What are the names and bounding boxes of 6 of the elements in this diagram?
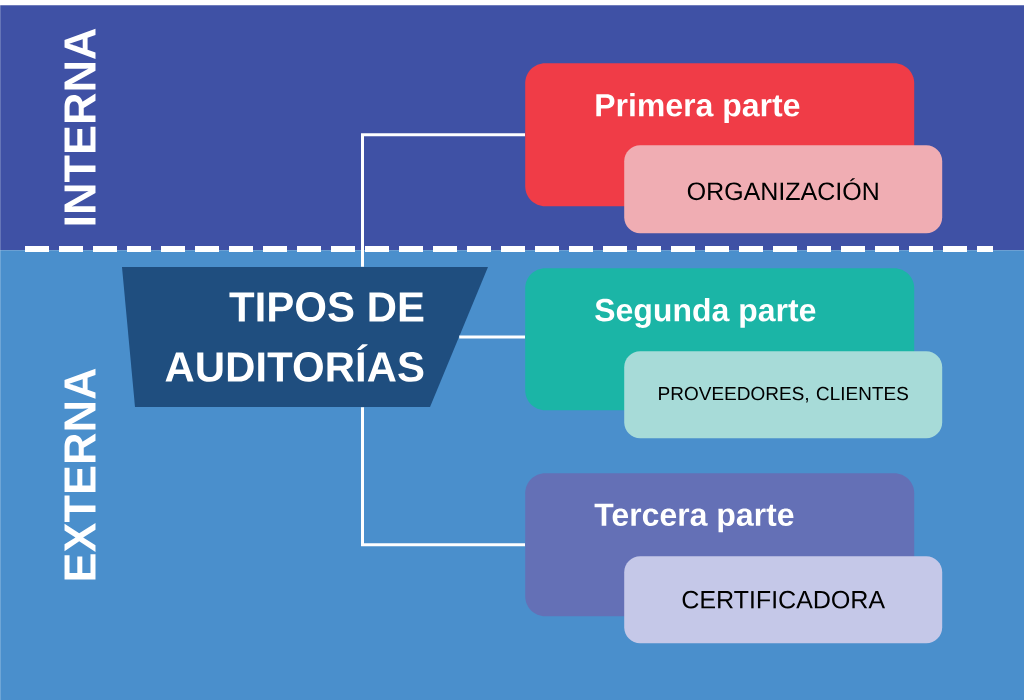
detail-box: CERTIFICADORA: [624, 556, 943, 644]
connector-line: [361, 407, 525, 547]
connector-line: [459, 335, 525, 339]
detail-box: PROVEEDORES, CLIENTES: [624, 351, 943, 439]
connector-line: [361, 133, 525, 267]
detail-box: ORGANIZACIÓN: [624, 145, 943, 234]
